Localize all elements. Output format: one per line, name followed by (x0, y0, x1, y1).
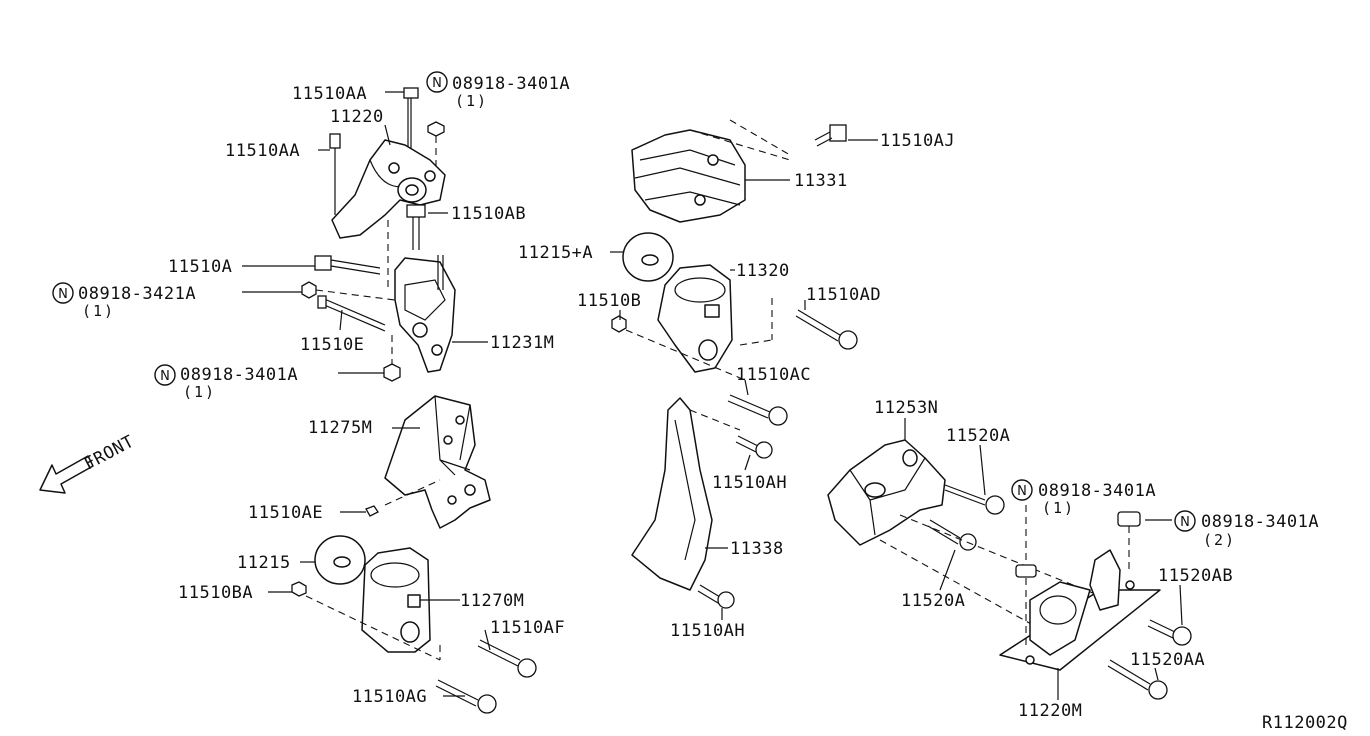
diagram-ref-code: R112002Q (1262, 713, 1348, 733)
part-label-11510ac: 11510AC (736, 365, 811, 385)
part-label-11510b: 11510B (577, 291, 641, 311)
part-label-11338: 11338 (730, 539, 784, 559)
svg-text:N: N (1180, 515, 1190, 530)
mount-11270m-illustration (291, 535, 537, 714)
part-label-11510ad: 11510AD (806, 285, 881, 305)
part-label-11220m: 11220M (1018, 701, 1082, 721)
part-label-11510af: 11510AF (490, 618, 565, 638)
part-label-11270m: 11270M (460, 591, 524, 611)
mount-11220m-illustration (999, 505, 1192, 700)
part-label-11510ba: 11510BA (178, 583, 253, 603)
part-label-11510a: 11510A (168, 257, 232, 277)
svg-text:N: N (58, 287, 68, 302)
n-symbol-icon: N (1011, 479, 1033, 501)
part-label-11320: 11320 (736, 261, 790, 281)
part-label-08918-3401a-right2: 08918-3401A (1201, 512, 1319, 532)
bracket-11275m-illustration (365, 395, 491, 529)
part-label-11510e: 11510E (300, 335, 364, 355)
part-label-11510ah-lower: 11510AH (670, 621, 745, 641)
engine-mount-11220-illustration (301, 87, 456, 382)
bracket-11338-illustration (631, 397, 773, 609)
leader-lines (242, 91, 1183, 700)
part-label-11510ae: 11510AE (248, 503, 323, 523)
part-label-11520aa: 11520AA (1130, 650, 1205, 670)
n-symbol-icon: N (1174, 510, 1196, 532)
bracket-11331-illustration (631, 119, 847, 223)
part-label-11510aa-left: 11510AA (225, 141, 300, 161)
part-label-11220: 11220 (330, 107, 384, 127)
part-label-11275m: 11275M (308, 418, 372, 438)
part-label-11520ab: 11520AB (1158, 566, 1233, 586)
svg-text:N: N (432, 76, 442, 91)
part-label-08918-3401a-right1: 08918-3401A (1038, 481, 1156, 501)
part-label-11231m: 11231M (490, 333, 554, 353)
part-qty-08918-3401a-right2: (2) (1203, 531, 1236, 549)
part-label-11215-a: 11215+A (518, 243, 593, 263)
part-qty-08918-3401a-right1: (1) (1042, 499, 1075, 517)
front-label: FRONT (81, 432, 138, 475)
part-qty-08918-3421a: (1) (82, 302, 115, 320)
part-label-11520a-lower: 11520A (901, 591, 965, 611)
part-label-11331: 11331 (794, 171, 848, 191)
part-label-11253n: 11253N (874, 398, 938, 418)
front-arrow-icon (39, 455, 94, 494)
part-label-11510ah-upper: 11510AH (712, 473, 787, 493)
part-label-08918-3401a-top: 08918-3401A (452, 74, 570, 94)
part-qty-08918-3401a-top: (1) (455, 92, 488, 110)
n-symbol-icon: N (426, 71, 448, 93)
svg-text:N: N (1017, 484, 1027, 499)
part-label-11215: 11215 (237, 553, 291, 573)
n-symbol-icon: N (154, 364, 176, 386)
mount-11320-illustration (611, 232, 858, 426)
part-label-11510aa-top: 11510AA (292, 84, 367, 104)
part-label-08918-3421a: 08918-3421A (78, 284, 196, 304)
part-label-11510aj: 11510AJ (880, 131, 955, 151)
part-label-08918-3401a-mid: 08918-3401A (180, 365, 298, 385)
part-label-11510ag: 11510AG (352, 687, 427, 707)
part-label-11510ab: 11510AB (451, 204, 526, 224)
part-qty-08918-3401a-mid: (1) (183, 383, 216, 401)
part-label-11520a-upper: 11520A (946, 426, 1010, 446)
svg-text:N: N (160, 369, 170, 384)
n-symbol-icon: N (52, 282, 74, 304)
